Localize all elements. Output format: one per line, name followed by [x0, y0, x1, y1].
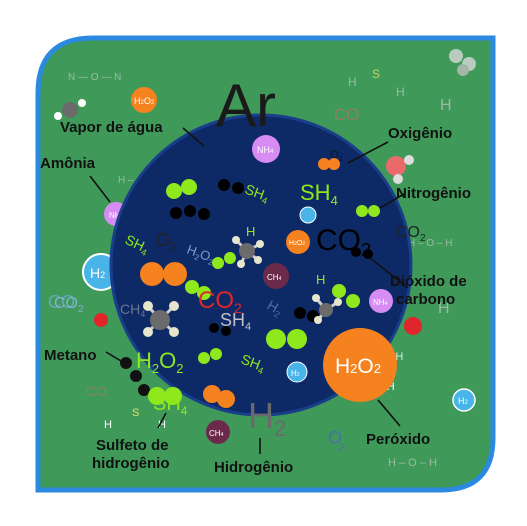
label-metano: Metano: [44, 347, 97, 364]
formula-co2-red: CO2: [198, 287, 242, 316]
svg-text:CH4: CH4: [267, 273, 282, 282]
svg-text:H: H: [440, 97, 452, 114]
air-composition-card: H S H H CO N — O — N H ‒ O ‒ H H ‒ O ‒ H H…: [8, 8, 518, 518]
svg-text:O2: O2: [323, 425, 351, 454]
svg-text:NH4: NH4: [257, 145, 274, 155]
svg-text:NH4: NH4: [373, 298, 388, 307]
svg-text:O2: O2: [330, 149, 343, 163]
svg-text:H2O2: H2O2: [289, 240, 305, 247]
svg-text:CO2: CO2: [54, 295, 84, 315]
label-vapor-de-agua: Vapor de água: [60, 119, 163, 136]
svg-text:H2: H2: [291, 369, 300, 378]
svg-text:CO: CO: [48, 292, 75, 312]
svg-text:H: H: [158, 419, 166, 431]
svg-text:O2: O2: [156, 230, 176, 253]
svg-text:S: S: [132, 407, 139, 419]
h2-molecule-right: [452, 388, 476, 412]
svg-text:H: H: [396, 85, 405, 99]
svg-text:H ‒ O ‒ H: H ‒ O ‒ H: [388, 457, 437, 469]
air-diagram: H S H H CO N — O — N H ‒ O ‒ H H ‒ O ‒ H H…: [35, 35, 496, 493]
labels: Vapor de água Amônia Oxigênio Nitrogênio…: [40, 119, 471, 476]
label-sulfeto-line1: Sulfeto de: [96, 437, 169, 454]
title: Ar: [216, 72, 276, 139]
svg-text:CO: CO: [334, 105, 360, 124]
svg-text:N — O — N: N — O — N: [68, 72, 121, 83]
h2o2-molecule-large: [323, 328, 397, 402]
svg-text:H: H: [246, 224, 255, 239]
svg-text:CH4: CH4: [120, 301, 145, 319]
sphere-formulas: SH4 SH4 SH4 SH4 SH4 SH4 CO2 CO2 CO2 H2O2…: [120, 149, 426, 455]
svg-text:CH4: CH4: [209, 429, 224, 438]
formula-sh4-bottom: SH4: [153, 393, 188, 418]
svg-text:H: H: [348, 75, 357, 89]
svg-text:CO: CO: [86, 383, 107, 399]
svg-text:H2: H2: [458, 396, 469, 406]
outside-formulas: CO2: [54, 295, 84, 315]
pointer-lines: [89, 127, 409, 454]
formula-sh4-large: SH4: [300, 180, 338, 208]
svg-text:H2O2: H2O2: [335, 355, 381, 378]
svg-text:H: H: [438, 300, 450, 317]
h2o2-molecule-small: [131, 87, 157, 113]
label-nitrogenio: Nitrogênio: [396, 185, 471, 202]
sphere-molecules: NH4 H2O2 H2O2 CH4 CH4 NH4: [140, 135, 397, 444]
svg-text:H2: H2: [264, 297, 286, 320]
svg-text:H2O2: H2O2: [184, 242, 217, 268]
svg-text:H2O2: H2O2: [134, 96, 155, 106]
svg-text:SH4: SH4: [122, 231, 152, 258]
label-peroxido: Peróxido: [366, 431, 430, 448]
label-dioxido-de-carbono-line1: Dióxido de: [390, 273, 467, 290]
nh4-molecule-top: [252, 135, 280, 163]
formula-h2-large: H2: [248, 395, 286, 441]
svg-text:S: S: [372, 67, 380, 81]
label-dioxido-de-carbono-line2: carbono: [396, 291, 455, 308]
svg-text:SH4: SH4: [220, 310, 251, 333]
svg-text:CO2: CO2: [396, 224, 426, 244]
svg-text:SH4: SH4: [242, 181, 271, 206]
formula-h2o2: H2O2: [136, 348, 183, 376]
label-hidrogenio: Hidrogênio: [214, 459, 293, 476]
svg-text:H: H: [316, 272, 325, 287]
label-sulfeto-line2: hidrogênio: [92, 455, 170, 472]
label-amonia: Amônia: [40, 155, 96, 172]
svg-text:H: H: [104, 419, 112, 431]
svg-text:SH4: SH4: [238, 351, 267, 376]
ch4-molecule-inside: [263, 263, 289, 289]
label-oxigenio: Oxigênio: [388, 125, 452, 142]
formula-co2-large: CO2: [316, 224, 371, 260]
svg-text:H ‒ O ‒ H: H ‒ O ‒ H: [408, 238, 452, 249]
